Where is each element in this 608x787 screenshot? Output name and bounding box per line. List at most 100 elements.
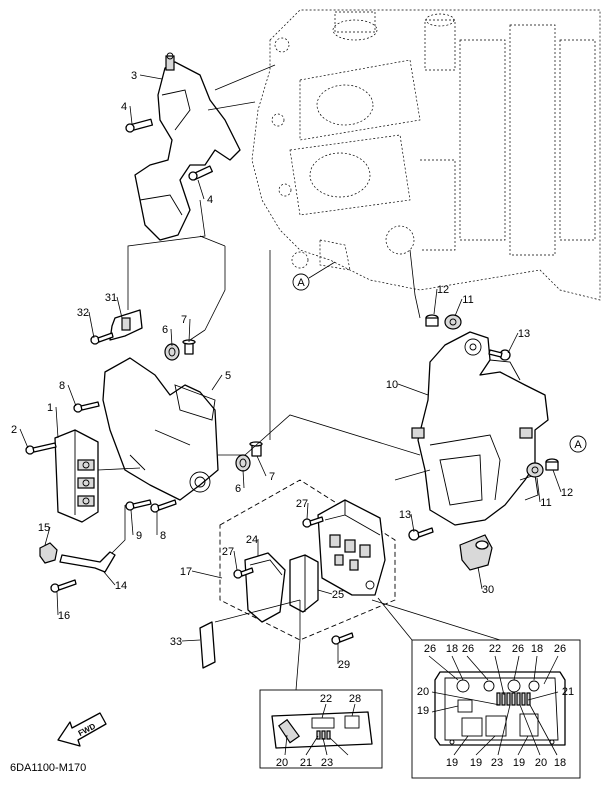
callout-12: 12 — [437, 284, 449, 296]
callout-3: 3 — [131, 70, 137, 82]
callout-8: 8 — [59, 380, 65, 392]
callout-21: 21 — [300, 757, 312, 769]
callout-16: 16 — [58, 610, 70, 622]
callout-7: 7 — [269, 471, 275, 483]
callout-26: 26 — [512, 643, 524, 655]
callout-18: 18 — [531, 643, 543, 655]
fuse-box — [317, 499, 386, 596]
callout-27: 27 — [296, 498, 308, 510]
screw-13b — [408, 527, 434, 541]
callout-leader — [256, 455, 267, 477]
callout-leader — [317, 589, 333, 595]
callout-leader — [536, 477, 541, 503]
callout-15: 15 — [38, 522, 50, 534]
bolt-8b — [150, 499, 177, 513]
detail-box-small — [259, 689, 383, 769]
clamp-30 — [459, 534, 493, 571]
callout-leader — [211, 374, 223, 391]
callout-4: 4 — [121, 101, 127, 113]
grommet-11a — [444, 314, 462, 330]
callout-leader — [191, 570, 223, 579]
callout-leader — [44, 526, 51, 546]
callout-26: 26 — [554, 643, 566, 655]
callout-26: 26 — [462, 643, 474, 655]
callout-6: 6 — [235, 483, 241, 495]
callout-leader — [181, 639, 201, 642]
callout-leader — [242, 469, 245, 489]
diagram-code: 6DA1100-M170 — [10, 762, 86, 774]
bracket-right — [411, 331, 549, 526]
ref-mark-a-right: A — [569, 435, 587, 453]
callout-23: 23 — [321, 757, 333, 769]
callout-13: 13 — [518, 328, 530, 340]
engine-block — [251, 9, 601, 301]
callout-19: 19 — [446, 757, 458, 769]
collar-12b — [545, 458, 559, 471]
callout-22: 22 — [320, 693, 332, 705]
bolt-9 — [125, 499, 152, 511]
callout-leader — [397, 383, 429, 396]
bracket-upper — [134, 52, 241, 241]
callout-24: 24 — [246, 534, 258, 546]
callout-32: 32 — [77, 307, 89, 319]
callout-29: 29 — [338, 659, 350, 671]
screw-29 — [331, 632, 354, 645]
callout-leader — [410, 513, 415, 533]
callout-10: 10 — [386, 379, 398, 391]
fuse-25 — [289, 554, 319, 613]
callout-11: 11 — [462, 294, 473, 306]
callout-27: 27 — [222, 546, 234, 558]
bolt-4a — [125, 118, 154, 133]
callout-4: 4 — [207, 194, 213, 206]
callout-33: 33 — [170, 636, 182, 648]
callout-leader — [188, 318, 191, 343]
callout-9: 9 — [136, 530, 142, 542]
callout-leader — [103, 571, 116, 586]
callout-17: 17 — [180, 566, 192, 578]
callout-leader — [306, 502, 309, 520]
bolt-8a — [73, 401, 100, 413]
bracket-14 — [59, 551, 116, 573]
callout-leader — [139, 74, 163, 80]
ref-mark-a-top: A — [292, 273, 310, 291]
callout-leader — [433, 288, 438, 315]
callout-leader — [454, 298, 463, 317]
callout-26: 26 — [424, 643, 436, 655]
callout-leader — [477, 566, 483, 590]
callout-14: 14 — [115, 580, 127, 592]
callout-leader — [170, 328, 173, 347]
screw-27b — [233, 567, 254, 579]
callout-22: 22 — [489, 643, 501, 655]
fuse-cover-24 — [244, 552, 286, 623]
callout-12: 12 — [561, 487, 573, 499]
callout-leader — [116, 296, 123, 319]
callout-19: 19 — [470, 757, 482, 769]
callout-13: 13 — [399, 509, 411, 521]
callout-8: 8 — [160, 530, 166, 542]
collar-7a — [182, 339, 196, 355]
bracket-main — [102, 357, 219, 501]
grommet-6b — [235, 454, 251, 472]
callout-leader — [233, 550, 238, 571]
connector-15 — [39, 542, 58, 564]
callout-leader — [67, 384, 77, 407]
callout-18: 18 — [554, 757, 566, 769]
callout-1: 1 — [47, 402, 53, 414]
callout-leader — [552, 469, 562, 493]
callout-leader — [19, 428, 29, 449]
callout-leader — [507, 332, 519, 354]
screw-32 — [90, 332, 114, 345]
svg-text:A: A — [297, 277, 305, 289]
callout-30: 30 — [482, 584, 494, 596]
callout-21: 21 — [562, 686, 574, 698]
callout-leader — [129, 105, 133, 125]
fwd-arrow: FWD — [57, 712, 107, 747]
label-33 — [199, 621, 216, 669]
bolt-2 — [25, 442, 57, 455]
bolt-4b — [188, 165, 213, 181]
screw-16 — [50, 579, 77, 593]
callout-20: 20 — [276, 757, 288, 769]
grommet-11b — [526, 462, 544, 478]
